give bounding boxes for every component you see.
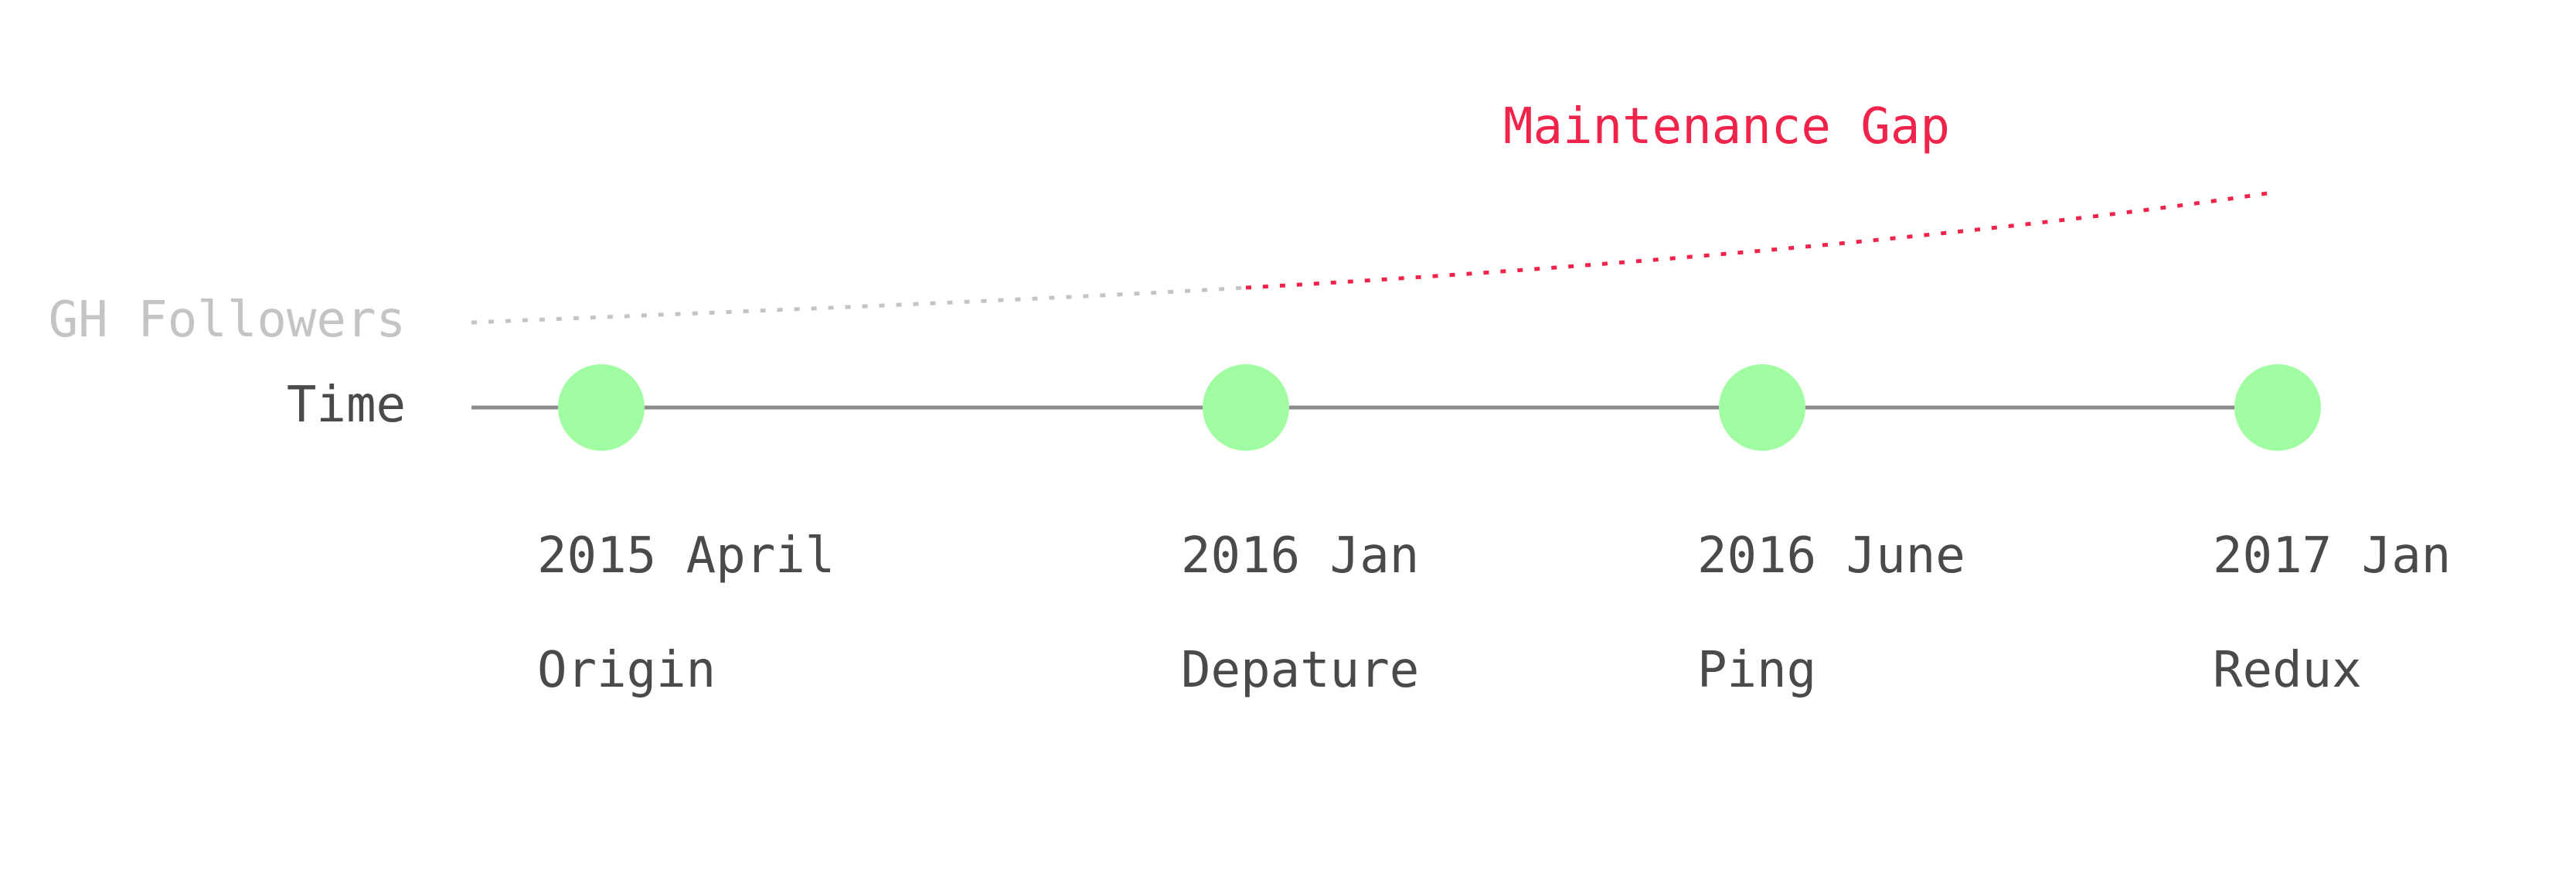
event-node-ping (1719, 364, 1805, 451)
event-date-depature: 2016 Jan (1181, 527, 1419, 585)
event-name-origin: Origin (537, 642, 716, 699)
event-name-ping: Ping (1697, 642, 1816, 699)
event-date-origin: 2015 April (537, 527, 835, 585)
event-name-depature: Depature (1181, 642, 1419, 699)
maintenance-gap-label: Maintenance Gap (1503, 98, 1950, 155)
event-origin: 2015 April Origin (537, 364, 835, 699)
event-node-origin (558, 364, 645, 451)
followers-row-label: GH Followers (49, 292, 406, 349)
event-date-redux: 2017 Jan (2213, 527, 2451, 585)
event-node-depature (1203, 364, 1289, 451)
event-ping: 2016 June Ping (1697, 364, 1965, 699)
event-redux: 2017 Jan Redux (2213, 364, 2451, 699)
maintenance-gap-line (1245, 189, 2278, 290)
followers-trend-line (471, 285, 1247, 325)
time-row-label: Time (287, 377, 406, 434)
event-depature: 2016 Jan Depature (1181, 364, 1419, 699)
event-node-redux (2234, 364, 2321, 451)
event-name-redux: Redux (2213, 642, 2362, 699)
event-date-ping: 2016 June (1697, 527, 1965, 585)
